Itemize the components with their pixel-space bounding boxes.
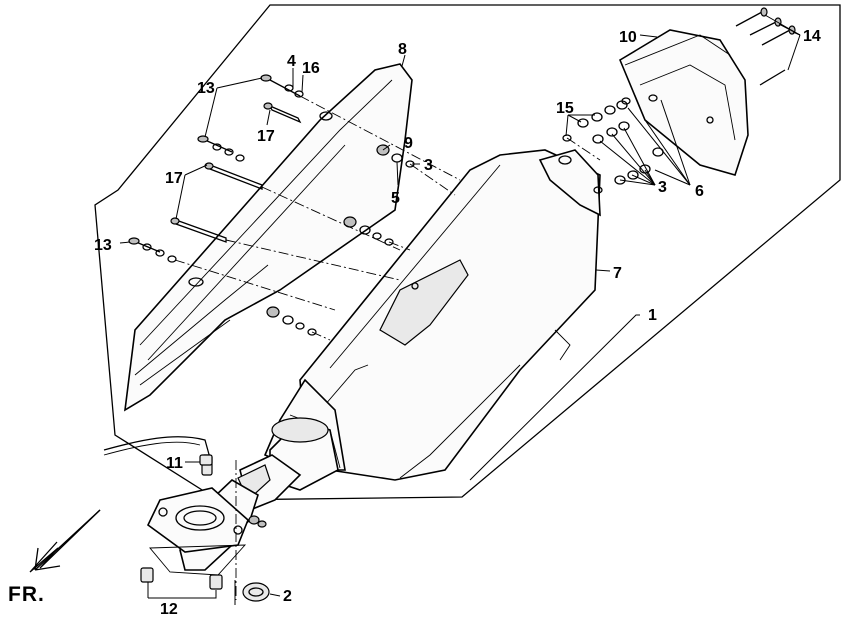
callout-8: 8 [398, 41, 407, 58]
front-direction-indicator: FR. [8, 509, 101, 606]
callout-4: 4 [287, 53, 296, 70]
assembly-center-lines [174, 95, 601, 600]
callout-11: 11 [166, 455, 183, 472]
callout-17-upper: 17 [257, 128, 275, 145]
exhaust-flange [146, 487, 249, 576]
callout-7: 7 [613, 265, 622, 282]
callout-12: 12 [160, 601, 178, 618]
callout-17-lower: 17 [165, 170, 183, 187]
leader-lines [119, 14, 801, 605]
callout-6: 6 [695, 183, 704, 200]
callout-9: 9 [404, 135, 413, 152]
callout-3-lower: 3 [658, 179, 667, 196]
front-label: FR. [8, 583, 45, 606]
callout-13-lower: 13 [94, 237, 112, 254]
muffler-cone [263, 378, 346, 491]
callout-10: 10 [619, 29, 637, 46]
callout-5: 5 [391, 190, 400, 207]
callout-1: 1 [648, 307, 657, 324]
callout-3-upper: 3 [424, 157, 433, 174]
heat-shield [124, 63, 413, 412]
callout-13-upper: 13 [197, 80, 215, 97]
callout-15: 15 [556, 100, 574, 117]
bolts [128, 7, 796, 253]
callout-14: 14 [803, 28, 821, 45]
sensor-wire [103, 436, 213, 476]
end-cap [618, 29, 749, 176]
callout-2: 2 [283, 588, 292, 605]
callout-16: 16 [302, 60, 320, 77]
muffler-body [299, 149, 601, 481]
callout-labels: 1 2 3 3 4 5 6 7 8 9 10 11 12 13 13 14 15… [94, 28, 821, 618]
